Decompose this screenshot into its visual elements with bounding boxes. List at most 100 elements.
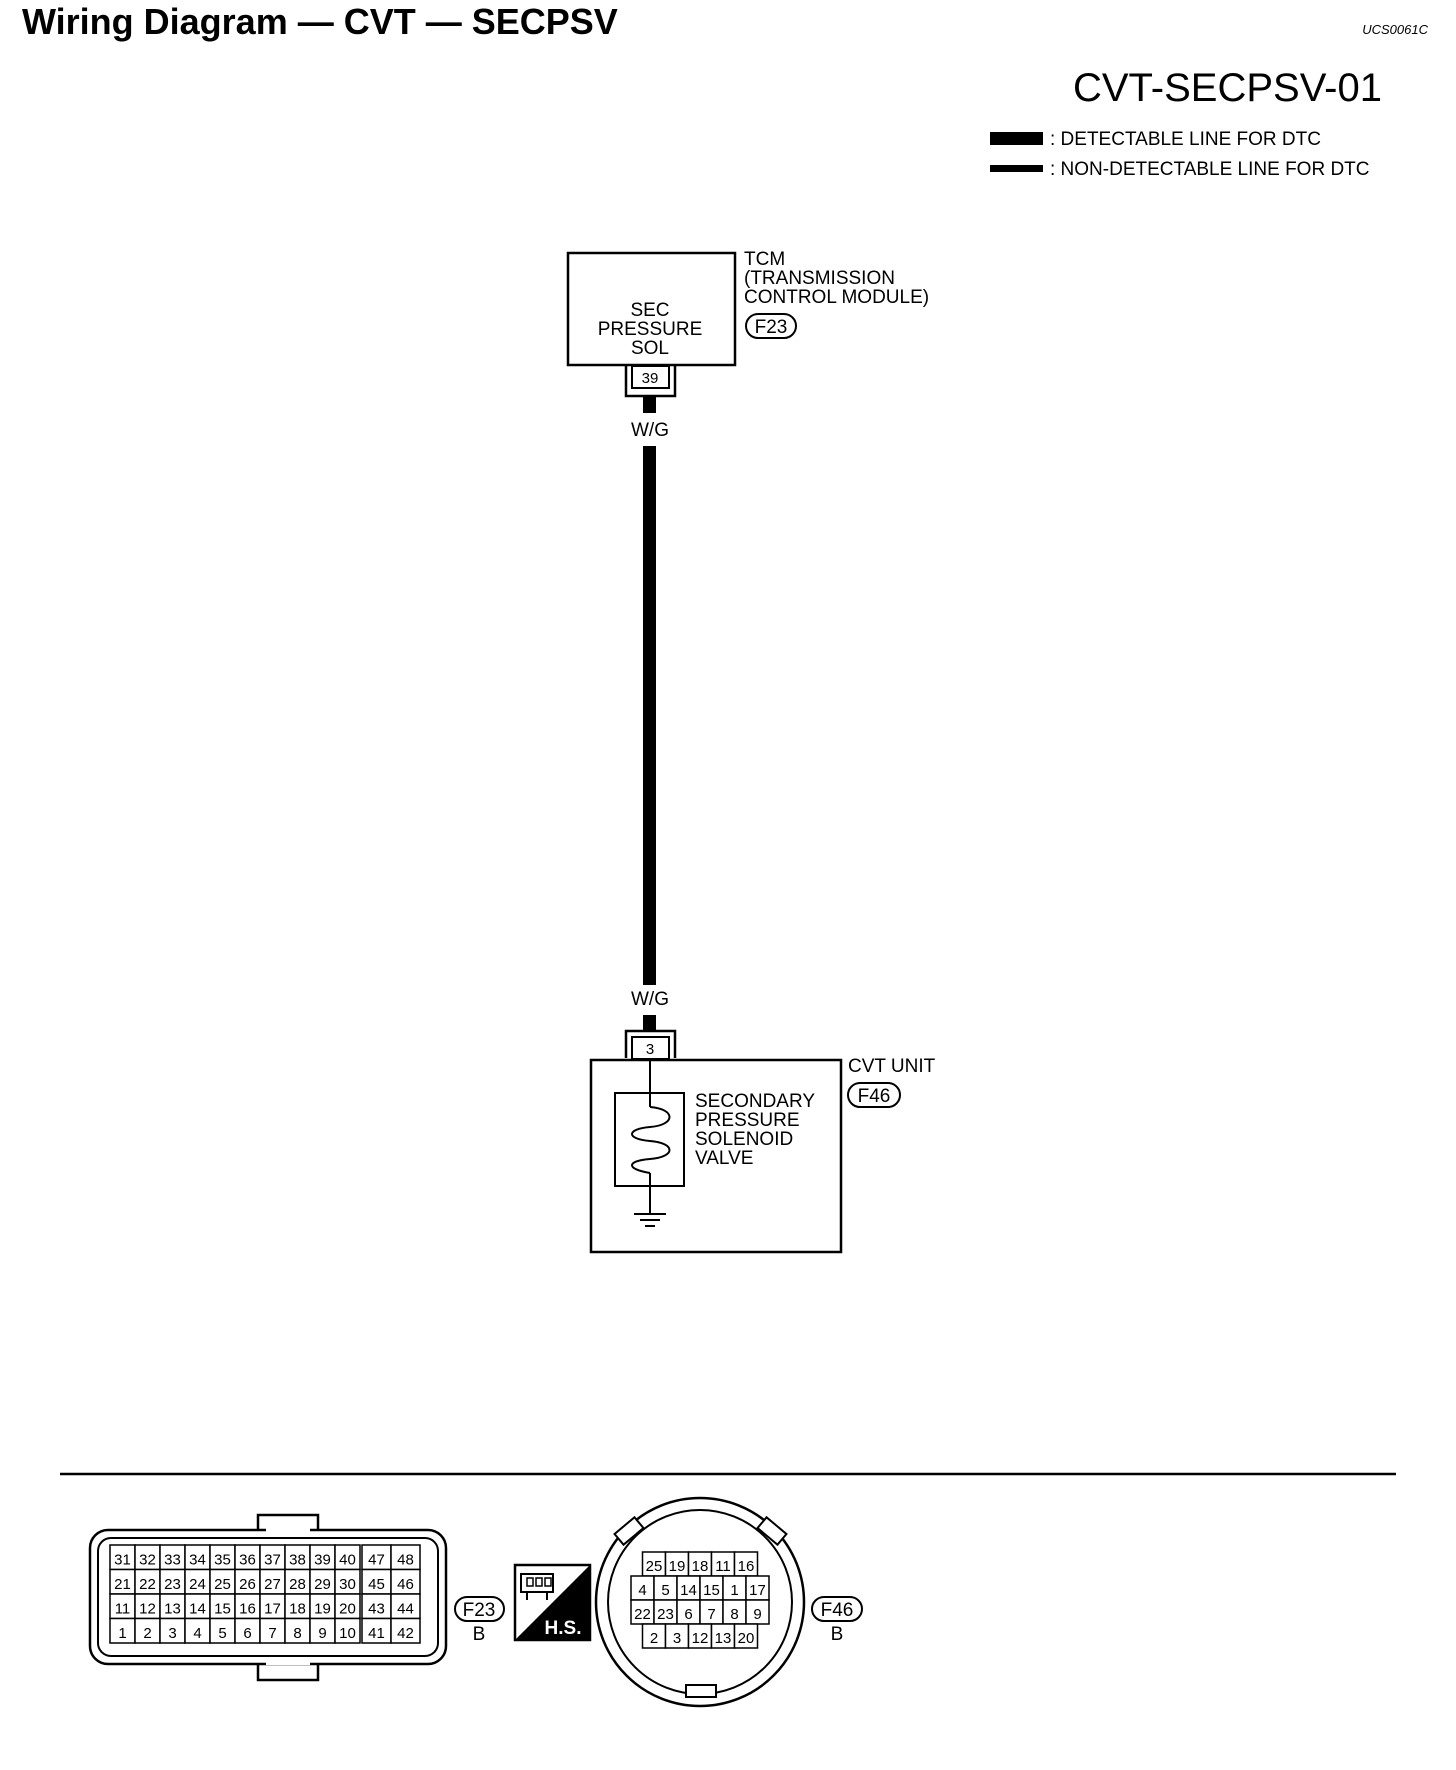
harness-side-symbol: H.S. <box>513 1563 592 1642</box>
component-label-line-4: VALVE <box>695 1148 753 1169</box>
hs-triangle <box>515 1565 590 1640</box>
f46-terminal-17-number: 17 <box>749 1582 766 1599</box>
f46-key-left <box>613 1515 645 1547</box>
f23-terminal-41-cell <box>361 1617 392 1644</box>
detectable-line-swatch <box>990 132 1043 145</box>
f23-terminal-5-cell <box>209 1617 236 1644</box>
f23-terminal-37-number: 37 <box>264 1552 281 1569</box>
f46-terminal-22-number: 22 <box>634 1606 651 1623</box>
f23-terminal-10-cell <box>334 1617 361 1644</box>
f46-terminal-11-number: 11 <box>715 1558 731 1575</box>
f23-terminal-46-cell <box>390 1568 421 1595</box>
f23-terminal-22-number: 22 <box>139 1576 156 1593</box>
f23-terminal-28-number: 28 <box>289 1576 306 1593</box>
cvt-unit-block: 3 CVT UNIT F46 SECONDARY PRESSURE SOLENO… <box>589 1029 936 1254</box>
f46-terminal-12-number: 12 <box>692 1630 709 1647</box>
f23-connector-color: B <box>473 1624 486 1645</box>
f23-terminal-43-number: 43 <box>368 1601 385 1618</box>
f23-terminal-44-cell <box>390 1593 421 1620</box>
tcm-terminal-label-line-3: SOL <box>631 338 669 359</box>
sheet-id: CVT-SECPSV-01 <box>1073 66 1382 110</box>
f23-terminal-42-cell <box>390 1617 421 1644</box>
f46-terminal-9-number: 9 <box>753 1606 761 1623</box>
f46-terminal-1-number: 1 <box>730 1582 738 1599</box>
f23-terminal-27-number: 27 <box>264 1576 281 1593</box>
f23-terminal-46-number: 46 <box>397 1576 414 1593</box>
ground-icon <box>634 1213 666 1227</box>
f23-terminal-35-number: 35 <box>214 1552 231 1569</box>
tcm-block: SEC PRESSURE SOL TCM (TRANSMISSION CONTR… <box>566 249 929 398</box>
cvt-connector-id: F46 <box>858 1086 891 1107</box>
f23-terminal-48-cell <box>390 1544 421 1571</box>
f46-key-bottom <box>685 1684 717 1698</box>
f46-terminal-3-number: 3 <box>673 1630 681 1647</box>
legend: : DETECTABLE LINE FOR DTC : NON-DETECTAB… <box>990 129 1370 180</box>
f23-terminal-23-number: 23 <box>164 1576 181 1593</box>
f23-terminal-11-number: 11 <box>115 1601 131 1618</box>
tcm-terminal-box <box>631 365 670 389</box>
cvt-unit-name: CVT UNIT <box>848 1056 936 1077</box>
f23-terminal-30-number: 30 <box>339 1576 356 1593</box>
wire-stub-bottom <box>643 1015 656 1031</box>
f23-terminal-9-cell <box>309 1617 336 1644</box>
f23-terminal-5-number: 5 <box>218 1625 226 1642</box>
f46-connector-id: F46 <box>821 1600 854 1621</box>
f46-terminal-2-number: 2 <box>650 1630 658 1647</box>
f23-terminal-8-number: 8 <box>293 1625 301 1642</box>
f46-terminal-4-number: 4 <box>638 1582 646 1599</box>
f23-terminal-16-cell <box>234 1593 261 1620</box>
f23-terminal-3-number: 3 <box>168 1625 176 1642</box>
f23-terminal-41-number: 41 <box>368 1625 385 1642</box>
f23-terminal-9-number: 9 <box>318 1625 326 1642</box>
f23-terminal-32-number: 32 <box>139 1552 156 1569</box>
cvt-terminal-number: 3 <box>646 1041 654 1058</box>
f23-terminal-40-number: 40 <box>339 1552 356 1569</box>
f23-terminal-45-number: 45 <box>368 1576 385 1593</box>
f23-connector-badge <box>454 1596 505 1622</box>
f46-key-right <box>756 1515 788 1547</box>
tcm-terminal-label-line-1: SEC <box>630 300 669 321</box>
hs-label: H.S. <box>545 1618 582 1639</box>
f23-terminal-38-cell <box>284 1544 311 1571</box>
non-detectable-line-swatch <box>990 165 1043 172</box>
f23-terminal-7-cell <box>259 1617 286 1644</box>
f23-terminal-20-number: 20 <box>339 1601 356 1618</box>
f23-terminal-14-cell <box>184 1593 211 1620</box>
legend-non-detectable: : NON-DETECTABLE LINE FOR DTC <box>1050 159 1370 180</box>
f46-terminal-6-number: 6 <box>684 1606 692 1623</box>
cvt-unit-box <box>589 1058 843 1254</box>
tcm-terminal-number: 39 <box>642 370 659 387</box>
f23-terminal-39-number: 39 <box>314 1552 331 1569</box>
f23-terminal-48-number: 48 <box>397 1552 414 1569</box>
component-label-line-1: SECONDARY <box>695 1091 815 1112</box>
f46-terminal-25-number: 25 <box>646 1558 663 1575</box>
f23-terminal-6-cell <box>234 1617 261 1644</box>
wire-color-bottom: W/G <box>631 989 669 1010</box>
wire-color-top: W/G <box>631 420 669 441</box>
f23-terminal-42-number: 42 <box>397 1625 414 1642</box>
f46-terminal-14-number: 14 <box>680 1582 697 1599</box>
f46-terminal-18-number: 18 <box>692 1558 709 1575</box>
f23-terminal-13-number: 13 <box>164 1601 181 1618</box>
wire-stub-top <box>643 396 656 413</box>
f23-terminal-2-number: 2 <box>143 1625 151 1642</box>
f46-terminal-23-number: 23 <box>657 1606 674 1623</box>
f23-terminal-14-number: 14 <box>189 1601 206 1618</box>
f23-terminal-33-number: 33 <box>164 1552 181 1569</box>
f23-terminal-38-number: 38 <box>289 1552 306 1569</box>
f23-terminal-47-number: 47 <box>368 1552 385 1569</box>
cvt-connector-badge <box>847 1082 901 1108</box>
tcm-connector-badge <box>745 313 797 339</box>
f46-terminal-8-number: 8 <box>730 1606 738 1623</box>
tcm-terminal-label-line-2: PRESSURE <box>598 319 703 340</box>
component-label-line-3: SOLENOID <box>695 1129 793 1150</box>
f23-terminal-10-number: 10 <box>339 1625 356 1642</box>
f46-terminal-20-number: 20 <box>738 1630 755 1647</box>
f23-terminal-18-cell <box>284 1593 311 1620</box>
f46-terminal-20-cell <box>733 1623 759 1649</box>
